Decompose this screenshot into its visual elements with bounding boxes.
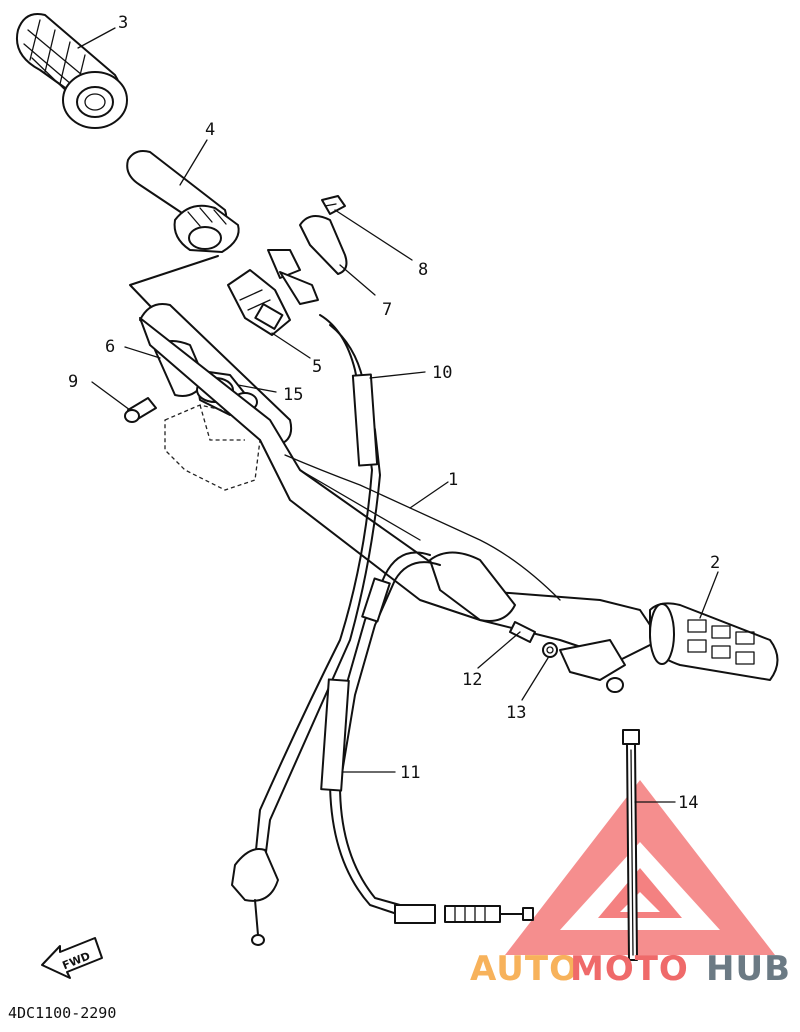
watermark-logo-triangle [505, 780, 775, 955]
callout-8: 8 [418, 260, 428, 280]
fwd-arrow-icon: FWD [41, 937, 103, 979]
throttle-housing-part [227, 269, 291, 336]
callout-5: 5 [312, 357, 322, 377]
callout-4: 4 [205, 120, 215, 140]
callout-9: 9 [68, 372, 78, 392]
callout-3: 3 [118, 13, 128, 33]
callout-10: 10 [432, 363, 452, 383]
grip-right-part [559, 602, 779, 693]
screw-part [124, 397, 157, 423]
part-code-label: 4DC1100-2290 [8, 1004, 116, 1022]
callout-15: 15 [283, 385, 303, 405]
callout-6: 6 [105, 337, 115, 357]
leader-lines [77, 27, 719, 803]
callout-1: 1 [448, 470, 458, 490]
adjuster-part [509, 621, 558, 658]
clutch-cable-part [320, 551, 534, 924]
watermark-moto: MOTO [570, 949, 689, 989]
grip-left-part [16, 13, 128, 129]
switch-outline-dashed [164, 404, 261, 491]
callout-7: 7 [382, 300, 392, 320]
watermark-wordmark: AUTO MOTO HUB [470, 949, 791, 989]
throttle-grip-part [126, 150, 240, 253]
watermark-auto: AUTO [470, 949, 579, 989]
cable-tie-part [622, 729, 640, 961]
callout-12: 12 [462, 670, 482, 690]
callout-labels: 3 4 8 7 6 5 10 9 15 1 2 12 13 11 14 [68, 13, 720, 813]
lever-holder-part [267, 195, 348, 305]
callout-2: 2 [710, 553, 720, 573]
throttle-cable-part [231, 314, 381, 946]
callout-13: 13 [506, 703, 526, 723]
callout-14: 14 [678, 793, 698, 813]
callout-11: 11 [400, 763, 420, 783]
watermark-hub: HUB [706, 949, 791, 989]
